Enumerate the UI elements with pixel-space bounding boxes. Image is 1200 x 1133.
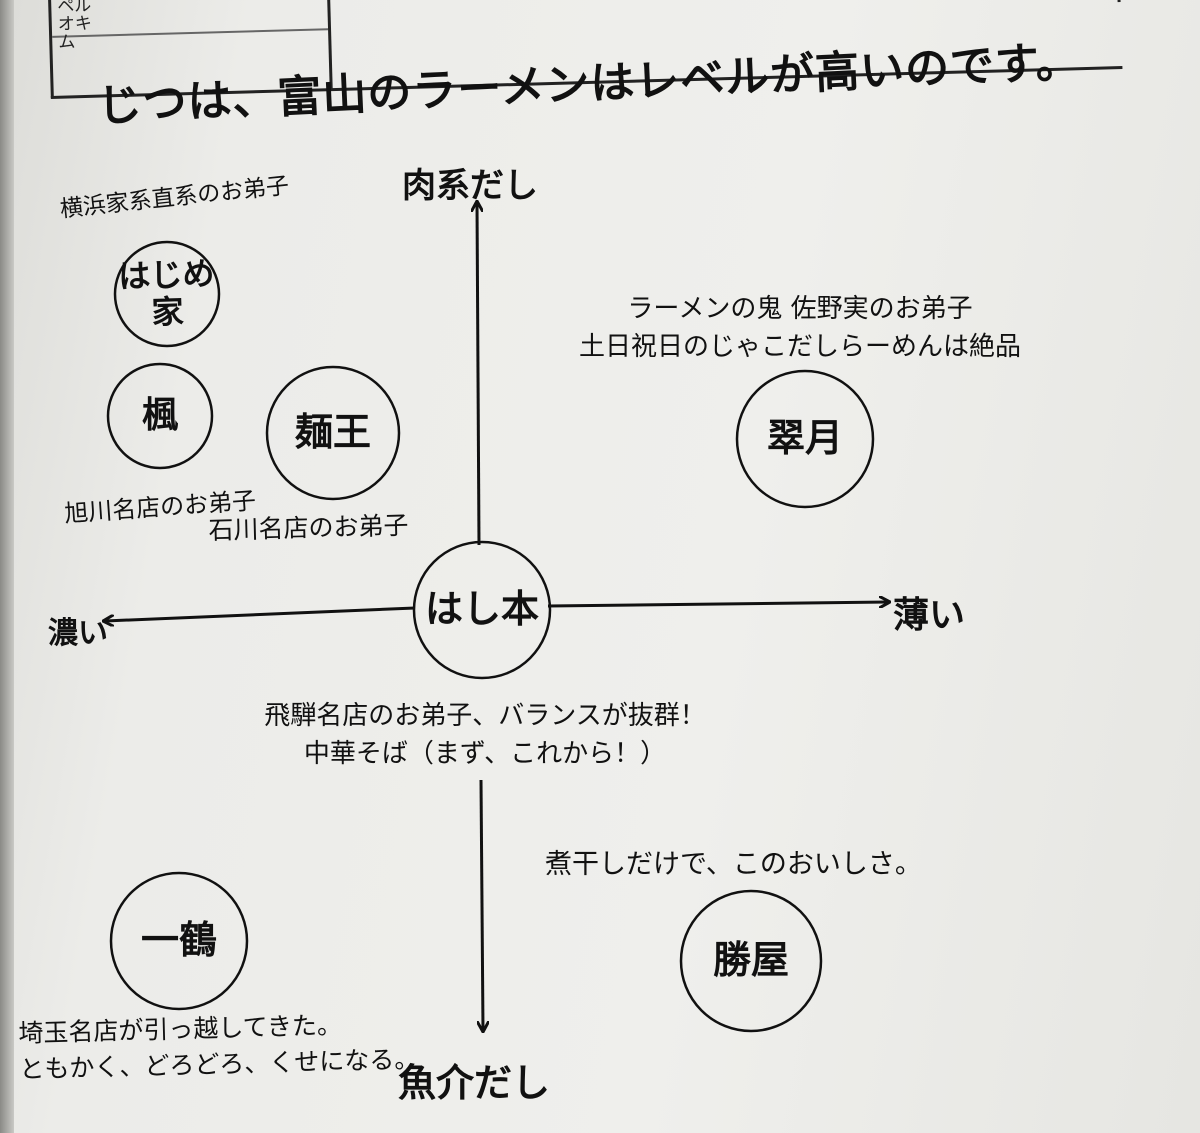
shop-name-suigetsu: 翠月 xyxy=(766,416,843,461)
shop-circle-suigetsu xyxy=(735,369,875,509)
shop-note-ichitsuru: 埼玉名店が引っ越してきた。 ともかく、どろどろ、くせになる。 xyxy=(18,1010,420,1084)
shop-circle-ichitsuru xyxy=(109,871,249,1011)
axis-label-right: 薄い xyxy=(893,595,966,636)
shop-circle-hashimoto xyxy=(412,540,552,680)
axis-label-bottom: 魚介だし xyxy=(398,1061,551,1105)
shop-name-katsuya: 勝屋 xyxy=(712,938,789,983)
shop-name-ichitsuru: 一鶴 xyxy=(140,918,217,963)
shop-name-hashimoto: はし本 xyxy=(424,587,539,632)
shop-note-suigetsu: ラーメンの鬼 佐野実のお弟子 土日祝日のじゃこだしらーめんは絶品 xyxy=(578,294,1021,362)
shop-name-kaede: 楓 xyxy=(141,395,178,437)
axis-up-arrow xyxy=(477,203,479,546)
axis-down-arrow xyxy=(481,779,483,1030)
axis-label-top: 肉系だし xyxy=(402,166,538,206)
shop-note-menou: 石川名店のお弟子 xyxy=(208,510,409,545)
axis-label-left: 濃い xyxy=(48,616,108,651)
shop-circle-katsuya xyxy=(679,889,823,1033)
axis-right-arrow xyxy=(547,602,888,606)
shop-circle-kaede xyxy=(106,362,214,470)
shop-circle-menou xyxy=(265,365,401,501)
shop-note-katsuya: 煮干しだけで、このおいしさ。 xyxy=(545,849,922,880)
axis-left-arrow xyxy=(105,606,416,621)
shop-name-hajimeya: はじめ 家 xyxy=(117,254,215,332)
page-binding-shadow xyxy=(0,0,14,1133)
shop-note-hashimoto: 飛騨名店のお弟子、バランスが抜群！ 中華そば（まず、これから！） xyxy=(264,701,706,769)
shop-circle-hajimeya xyxy=(113,240,221,348)
shop-name-menou: 麺王 xyxy=(294,410,371,455)
